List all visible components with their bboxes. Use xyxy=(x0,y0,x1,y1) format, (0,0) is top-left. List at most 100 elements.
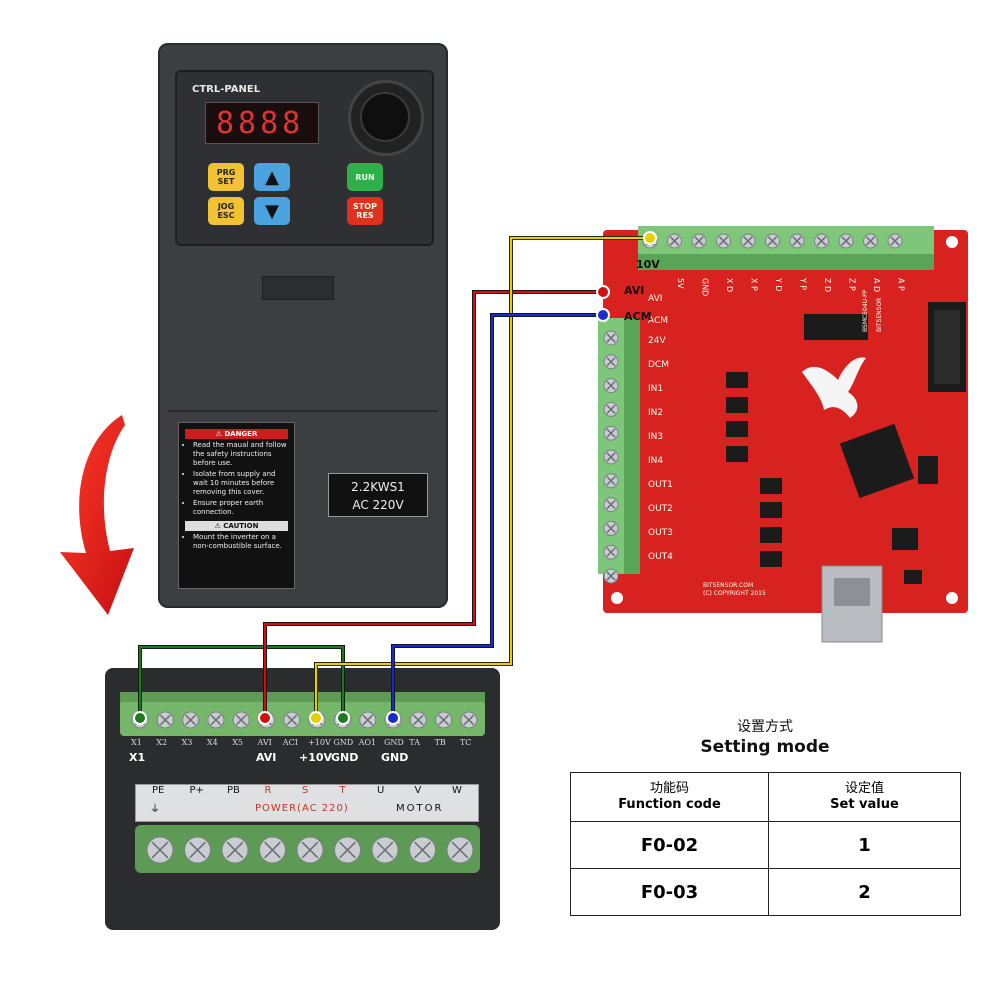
bob-top-label: Y D xyxy=(774,278,783,292)
down-arrow-key[interactable]: ▼ xyxy=(254,197,290,225)
bob-top-label: Z D xyxy=(823,278,832,293)
res-label: RES xyxy=(356,211,374,220)
esc-label: ESC xyxy=(217,211,235,220)
rating-plate: 2.2KWS1 AC 220V xyxy=(328,473,428,517)
eagle-logo xyxy=(802,357,866,418)
bob-side-terminal-screw xyxy=(603,401,619,417)
run-key[interactable]: RUN xyxy=(347,163,383,191)
bob-top-terminal-screw xyxy=(691,233,707,249)
bob-top-terminal-screw xyxy=(667,233,682,249)
x1-gnd-wire xyxy=(138,645,345,718)
power-terminal-label: V xyxy=(414,785,422,796)
control-terminal-label: X1 xyxy=(131,738,142,747)
bob-top-terminal-screw xyxy=(765,233,780,249)
callout-avi: AVI xyxy=(256,751,277,764)
caution-item: Mount the inverter on a non-combustible … xyxy=(193,533,290,551)
power-terminal-screw xyxy=(334,836,361,864)
setting-caption-cn: 设置方式 xyxy=(737,719,793,735)
bob-10v-marker xyxy=(643,231,657,245)
bob-side-terminal-screw xyxy=(603,568,619,584)
bob-top-terminal-screw xyxy=(789,233,805,249)
control-terminal-label: +10V xyxy=(308,738,331,747)
control-terminal-label: X5 xyxy=(232,738,243,747)
gnd-terminal-marker xyxy=(336,711,350,725)
bob-side-terminal-screw xyxy=(603,473,619,489)
power-terminal-label: PE xyxy=(152,785,165,796)
callout-bob-avi: AVI xyxy=(624,284,645,297)
bob-side-terminal-screw xyxy=(603,497,619,513)
board-copyright-text: (C) COPYRIGHT 2015 xyxy=(703,590,766,597)
control-terminal-label: X3 xyxy=(181,738,193,747)
function-code-header-en: Function code xyxy=(618,797,721,812)
control-terminal-screw xyxy=(283,711,301,729)
power-terminal-screw xyxy=(259,836,286,864)
control-terminal-label: TA xyxy=(409,738,420,747)
control-terminal-label: GND xyxy=(333,738,354,747)
bob-side-terminal-screw xyxy=(603,330,619,346)
table-row: F0-02 1 xyxy=(570,821,961,869)
power-terminal-label: R xyxy=(264,785,272,796)
bob-top-terminal-screw xyxy=(863,233,878,249)
function-code-cell: F0-03 xyxy=(570,868,769,916)
control-terminal-screw xyxy=(182,711,200,729)
jog-label: JOG xyxy=(217,202,235,211)
danger-item: Isolate from supply and wait 10 minutes … xyxy=(193,470,290,497)
set-value-cell: 2 xyxy=(768,868,961,916)
bob-side-terminal-screw xyxy=(603,378,619,394)
bob-side-label: 24V xyxy=(648,336,666,346)
bob-top-terminal-screw xyxy=(838,233,854,249)
board-website-text: BITSENSOR.COM xyxy=(703,582,754,589)
callout-bob-acm: ACM xyxy=(624,310,652,323)
x1-gnd-wire-outline xyxy=(138,645,345,718)
bob-side-label: IN3 xyxy=(648,432,664,442)
gnd-acm-wire-outline xyxy=(391,313,603,718)
bob-side-label: IN1 xyxy=(648,384,664,394)
set-value-header: 设定值 Set value xyxy=(768,772,961,822)
power-terminal-label: S xyxy=(302,785,309,796)
power-terminal-label: T xyxy=(339,785,346,796)
power-terminal-screw xyxy=(184,836,211,864)
bob-side-label: IN4 xyxy=(648,456,664,466)
power-terminal-screw xyxy=(409,836,436,864)
control-terminal-screw xyxy=(409,711,427,729)
prg-label: PRG xyxy=(216,168,236,177)
motor-group-label: MOTOR xyxy=(396,803,444,814)
bob-side-label: OUT2 xyxy=(648,504,673,514)
bob-top-label: GND xyxy=(700,278,710,297)
control-terminal-screw xyxy=(156,711,174,729)
bob-avi-marker xyxy=(596,285,610,299)
avi-wire-outline xyxy=(263,290,603,718)
housing-slot xyxy=(262,276,334,300)
up-arrow-key[interactable]: ▲ xyxy=(254,163,290,191)
bob-side-label: AVI xyxy=(648,294,663,304)
power-terminal-label: W xyxy=(452,785,462,796)
ground-icon: ⏚ xyxy=(150,804,160,815)
bob-top-terminal-screw xyxy=(716,233,731,249)
control-terminal-screw xyxy=(207,711,225,729)
danger-header: ⚠ DANGER xyxy=(185,429,288,439)
bob-top-terminal-screw xyxy=(814,233,829,249)
callout-x1: X1 xyxy=(129,751,146,764)
control-terminal-label: AO1 xyxy=(358,738,377,747)
x1-terminal-marker xyxy=(133,711,147,725)
power-rating: 2.2KWS1 xyxy=(351,480,405,494)
bob-side-label: DCM xyxy=(648,360,669,370)
control-terminal-label: ACI xyxy=(282,738,298,747)
bob-top-label: Y P xyxy=(798,278,808,291)
setting-caption-en: Setting mode xyxy=(700,737,830,757)
bob-side-terminal-screw xyxy=(603,520,619,536)
stop-label: STOP xyxy=(353,202,377,211)
power-terminal-label-strip xyxy=(135,784,479,822)
power-terminal-screw xyxy=(371,836,399,864)
power-terminal-screw xyxy=(296,836,324,864)
ten-v-terminal-marker xyxy=(309,711,323,725)
callout-10v: +10V xyxy=(299,751,333,764)
gnd-acm-wire xyxy=(391,313,603,718)
setting-table: 功能码 Function code 设定值 Set value F0-02 1 … xyxy=(570,772,961,916)
